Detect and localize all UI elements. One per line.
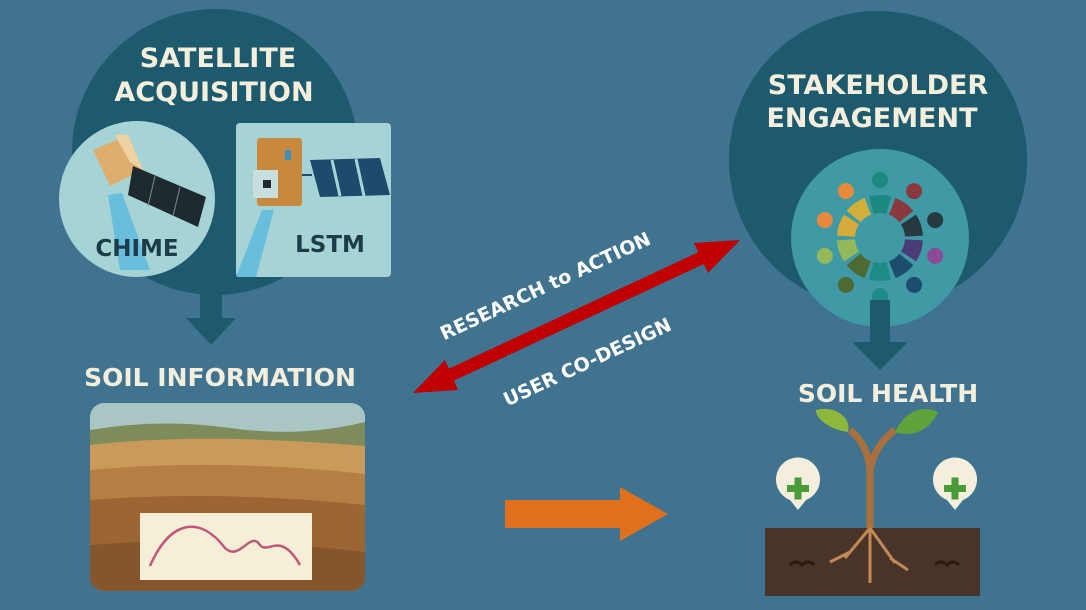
- person-head: [906, 183, 923, 200]
- down-arrow-left: [186, 292, 236, 345]
- person-head: [872, 172, 888, 188]
- person-body-segment: [889, 197, 914, 223]
- person-head: [816, 212, 833, 229]
- plus-pin-right-icon: [933, 457, 977, 510]
- stakeholder-title-line1: STAKEHOLDER: [768, 70, 989, 101]
- down-arrow-right: [852, 300, 908, 370]
- chime-satellite-icon: CHIME: [59, 121, 215, 277]
- satellite-title-line1: SATELLITE: [140, 43, 296, 74]
- person-body-segment: [889, 253, 914, 279]
- stakeholder-title-line2: ENGAGEMENT: [766, 103, 978, 134]
- soil-profile-chart: [140, 513, 312, 580]
- soil-information-title: SOIL INFORMATION: [84, 363, 356, 392]
- person-head: [837, 183, 854, 200]
- stakeholder-engagement-group: STAKEHOLDER ENGAGEMENT: [729, 11, 1027, 327]
- soil-landscape-image: [90, 403, 365, 591]
- person-body-segment: [846, 197, 871, 223]
- lstm-satellite-icon: LSTM: [236, 123, 391, 277]
- chime-label: CHIME: [95, 236, 178, 262]
- orange-right-arrow: [505, 487, 668, 541]
- person-body-segment: [837, 214, 860, 237]
- person-head: [816, 247, 833, 264]
- person-head: [837, 276, 854, 293]
- person-body-segment: [900, 214, 923, 237]
- person-body-segment: [837, 239, 860, 262]
- satellite-title-line2: ACQUISITION: [114, 77, 313, 108]
- plus-pin-left-icon: [776, 457, 820, 510]
- person-body-segment: [868, 262, 892, 282]
- person-body-segment: [868, 195, 892, 214]
- soil-health-plant-icon: [765, 408, 980, 596]
- person-head: [906, 276, 923, 293]
- satellite-acquisition-group: SATELLITE ACQUISITION CHIME LSTM: [59, 9, 391, 295]
- person-head: [927, 247, 944, 264]
- stakeholder-people-wheel-icon: [791, 149, 969, 327]
- person-head: [927, 212, 944, 229]
- person-body-segment: [846, 253, 871, 279]
- lstm-label: LSTM: [295, 232, 365, 258]
- soil-health-title: SOIL HEALTH: [798, 379, 978, 408]
- user-co-design-label: USER CO-DESIGN: [500, 314, 675, 411]
- research-action-double-arrow: [413, 240, 740, 393]
- person-body-segment: [900, 239, 923, 262]
